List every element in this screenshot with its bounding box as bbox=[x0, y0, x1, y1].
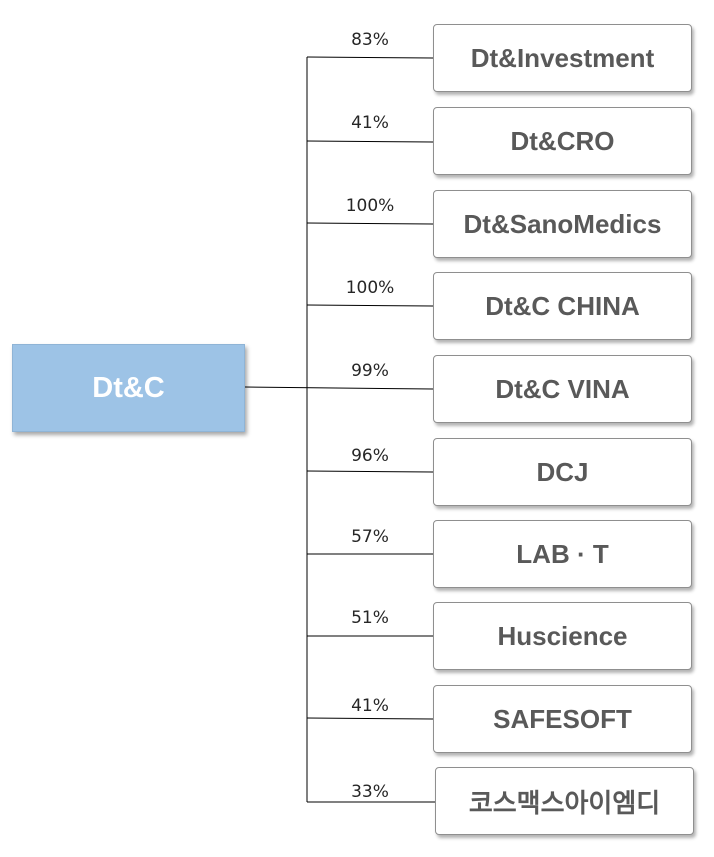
branch-line bbox=[306, 222, 434, 225]
ownership-percent: 83% bbox=[351, 30, 389, 50]
parent-connector bbox=[244, 386, 434, 390]
ownership-percent: 100% bbox=[345, 278, 395, 298]
subsidiary-name: Dt&Investment bbox=[470, 42, 655, 73]
ownership-percent: 33% bbox=[351, 782, 389, 802]
subsidiary-name: Dt&C VINA bbox=[495, 373, 630, 404]
ownership-percent: 99% bbox=[351, 361, 389, 381]
branch-line bbox=[306, 304, 434, 307]
subsidiary-name: Dt&CRO bbox=[510, 125, 615, 156]
subsidiary-box: 코스맥스아이엠디 bbox=[435, 767, 694, 835]
ownership-percent: 51% bbox=[351, 608, 389, 628]
subsidiary-name: DCJ bbox=[536, 456, 589, 487]
branch-line bbox=[306, 140, 434, 143]
subsidiary-name: 코스맥스아이엠디 bbox=[468, 787, 661, 818]
subsidiary-name: SAFESOFT bbox=[493, 703, 632, 734]
subsidiary-box: LAB · T bbox=[433, 520, 692, 588]
branch-line bbox=[306, 470, 434, 473]
subsidiary-box: Dt&C CHINA bbox=[433, 272, 692, 340]
subsidiary-box: SAFESOFT bbox=[433, 685, 692, 753]
subsidiary-box: Dt&Investment bbox=[433, 24, 692, 92]
parent-company-label: Dt&C bbox=[92, 371, 165, 404]
ownership-percent: 96% bbox=[351, 446, 389, 466]
subsidiary-box: Dt&C VINA bbox=[433, 355, 692, 423]
subsidiary-name: LAB · T bbox=[516, 538, 609, 569]
ownership-percent: 57% bbox=[351, 527, 389, 547]
subsidiary-name: Dt&C CHINA bbox=[485, 290, 640, 321]
subsidiary-box: Dt&CRO bbox=[433, 107, 692, 175]
parent-company-box: Dt&C bbox=[12, 344, 245, 432]
branch-line bbox=[306, 56, 434, 59]
subsidiary-box: Dt&SanoMedics bbox=[433, 190, 692, 258]
subsidiary-name: Huscience bbox=[497, 620, 628, 651]
subsidiary-name: Dt&SanoMedics bbox=[463, 208, 662, 239]
ownership-percent: 41% bbox=[351, 696, 389, 716]
subsidiary-box: Huscience bbox=[433, 602, 692, 670]
ownership-percent: 41% bbox=[351, 113, 389, 133]
ownership-percent: 100% bbox=[345, 196, 395, 216]
branch-line bbox=[306, 717, 434, 720]
subsidiary-box: DCJ bbox=[433, 438, 692, 506]
